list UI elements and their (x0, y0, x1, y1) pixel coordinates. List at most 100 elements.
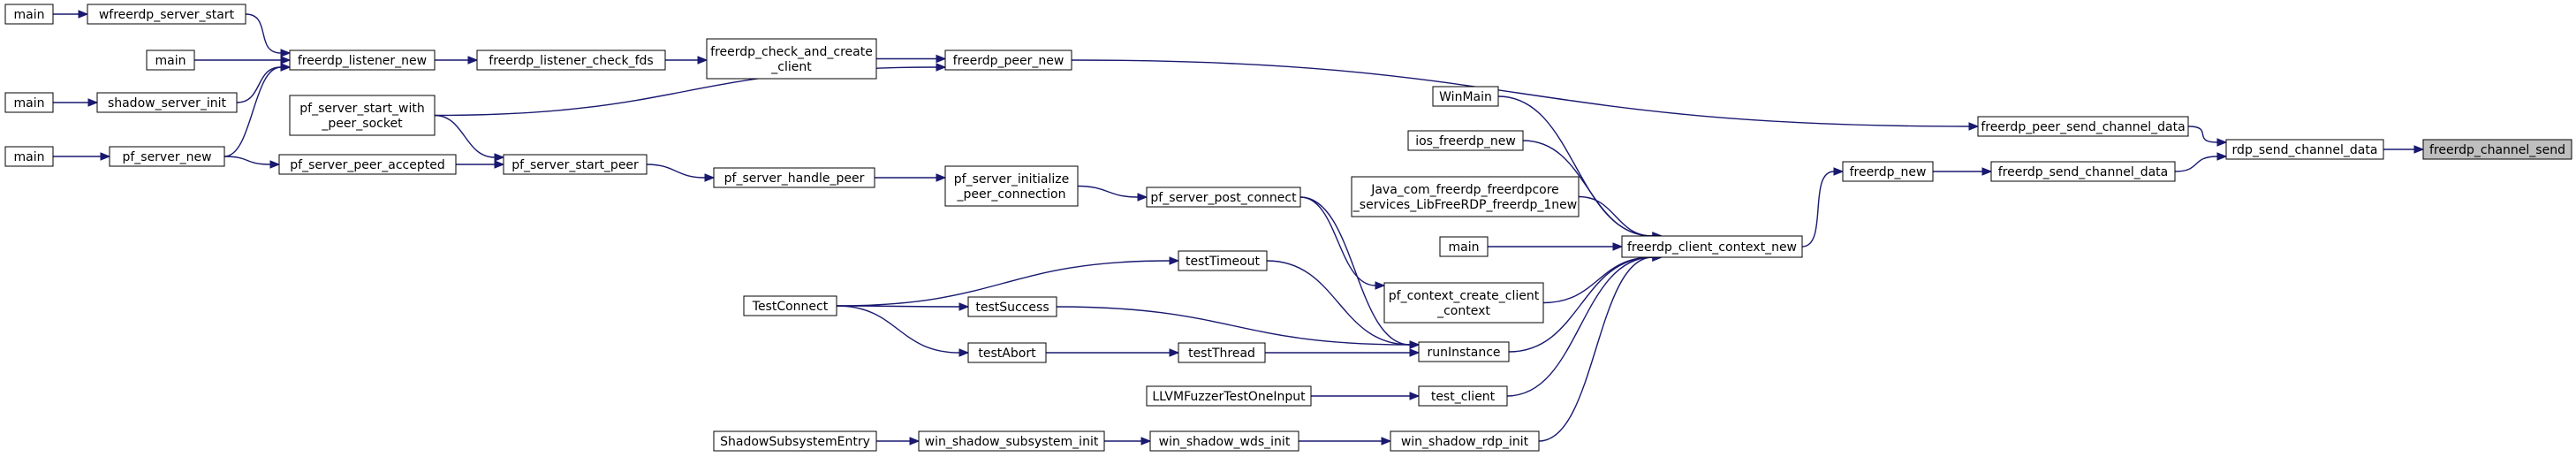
node-label: win_shadow_subsystem_init (925, 435, 1099, 449)
node-box (743, 295, 837, 316)
node-send-channel[interactable]: freerdp_send_channel_data (1990, 161, 2176, 182)
arrowhead (1409, 348, 1421, 357)
node-label: freerdp_check_and_create (710, 45, 873, 59)
arrowhead (2216, 138, 2228, 147)
edge-pf_init_conn-to-pf_post (1077, 185, 1139, 198)
node-box (713, 430, 877, 452)
node-box (706, 38, 877, 80)
node-peer-send[interactable]: freerdp_peer_send_channel_data (1977, 116, 2189, 137)
node-pf-handle[interactable]: pf_server_handle_peer (713, 167, 875, 188)
arrowhead (467, 56, 479, 65)
node-box (4, 146, 54, 167)
edge-pf_post-to-run_instance (1299, 196, 1411, 346)
node-peer-new[interactable]: freerdp_peer_new (944, 50, 1072, 71)
node-win-shadow-wds[interactable]: win_shadow_wds_init (1149, 430, 1299, 452)
node-label: pf_server_start_with (299, 102, 424, 116)
arrowhead (1968, 122, 1980, 131)
node-box (967, 342, 1047, 363)
node-main2[interactable]: main (146, 50, 195, 71)
edge-pf_ctx-to-client_ctx_new (1542, 256, 1653, 304)
arrowhead (494, 153, 505, 162)
node-pf-post[interactable]: pf_server_post_connect (1146, 187, 1301, 208)
node-test-thread[interactable]: testThread (1178, 342, 1266, 363)
node-label: runInstance (1427, 346, 1500, 360)
node-label: _context (1436, 304, 1490, 318)
node-test-abort[interactable]: testAbort (967, 342, 1047, 363)
node-box (87, 4, 246, 25)
node-label: ios_freerdp_new (1415, 134, 1516, 149)
node-wfree[interactable]: wfreerdp_server_start (87, 4, 246, 25)
node-box (1842, 161, 1934, 182)
edge-run_instance-to-client_ctx_new (1508, 256, 1653, 353)
node-label: main (155, 54, 186, 68)
edge-pf_server_new-to-pf_peer_acc (224, 156, 271, 165)
node-main3[interactable]: main (4, 92, 54, 113)
node-shadow-init[interactable]: shadow_server_init (96, 92, 238, 113)
node-listener-new[interactable]: freerdp_listener_new (289, 50, 436, 71)
edge-pf_start_peer-to-pf_handle (646, 164, 706, 179)
node-ios[interactable]: ios_freerdp_new (1407, 130, 1524, 151)
graph-edges (52, 10, 2425, 446)
node-main1[interactable]: main (4, 4, 54, 25)
node-label: _services_LibFreeRDP_freerdp_1new (1352, 198, 1577, 212)
node-test-timeout[interactable]: testTimeout (1178, 250, 1268, 271)
node-box (1418, 341, 1510, 362)
node-label: freerdp_listener_check_fds (489, 54, 653, 68)
node-client-ctx-new[interactable]: freerdp_client_context_new (1621, 235, 1803, 258)
arrowhead (280, 56, 292, 65)
node-box (944, 165, 1079, 207)
node-pf-start-peer[interactable]: pf_server_start_peer (503, 154, 648, 175)
node-box (1390, 430, 1540, 452)
arrowhead (280, 63, 292, 72)
node-main4[interactable]: main (4, 146, 54, 167)
node-label: pf_server_start_peer (511, 158, 639, 172)
arrowhead (1169, 256, 1180, 265)
node-box (1990, 161, 2176, 182)
node-test-connect[interactable]: TestConnect (743, 295, 837, 316)
edge-test_connect-to-test_timeout (836, 260, 1171, 307)
edge-wfree-to-listener_new (245, 13, 282, 54)
node-test-success[interactable]: testSuccess (967, 296, 1057, 317)
node-win-shadow-rdp[interactable]: win_shadow_rdp_init (1390, 430, 1540, 452)
node-pf-peer-acc[interactable]: pf_server_peer_accepted (278, 154, 457, 175)
node-label: pf_server_peer_accepted (290, 158, 444, 172)
node-box (1621, 235, 1803, 258)
node-box (1146, 385, 1312, 407)
node-check-create[interactable]: freerdp_check_and_create_client (706, 38, 877, 80)
node-label: testSuccess (975, 301, 1049, 315)
edge-java-to-client_ctx_new (1578, 195, 1653, 237)
node-rdp-send[interactable]: rdp_send_channel_data (2225, 139, 2384, 160)
node-label: freerdp_peer_send_channel_data (1981, 120, 2185, 134)
arrowhead (936, 63, 947, 72)
node-pf-server-new[interactable]: pf_server_new (109, 146, 225, 167)
node-box (4, 92, 54, 113)
node-pf-init-conn[interactable]: pf_server_initialize_peer_connection (944, 165, 1079, 207)
edge-test_client-to-client_ctx_new (1506, 256, 1653, 397)
node-java[interactable]: Java_com_freerdp_freerdpcore_services_Li… (1351, 176, 1580, 217)
node-label: testAbort (978, 347, 1036, 361)
node-check-fds[interactable]: freerdp_listener_check_fds (476, 50, 666, 71)
edge-pf_post-to-pf_ctx (1299, 196, 1376, 286)
node-box (1977, 116, 2189, 137)
node-test-client[interactable]: test_client (1418, 385, 1508, 407)
node-win-shadow-sub[interactable]: win_shadow_subsystem_init (918, 430, 1105, 452)
edge-pf_start_with-to-pf_start_peer (434, 114, 496, 158)
node-main5[interactable]: main (1439, 236, 1489, 257)
edge-shadow_init-to-listener_new (236, 66, 282, 103)
node-label: pf_context_create_client (1389, 289, 1540, 303)
node-llvm[interactable]: LLVMFuzzerTestOneInput (1146, 385, 1312, 407)
node-winmain[interactable]: WinMain (1432, 86, 1499, 107)
node-freerdp-new[interactable]: freerdp_new (1842, 161, 1934, 182)
node-label: test_client (1431, 390, 1496, 404)
node-box (109, 146, 225, 167)
node-run-instance[interactable]: runInstance (1418, 341, 1510, 362)
node-box (1178, 250, 1268, 271)
node-pf-start-with[interactable]: pf_server_start_with_peer_socket (289, 95, 436, 136)
arrowhead (936, 54, 947, 64)
node-pf-ctx[interactable]: pf_context_create_client_context (1383, 282, 1544, 324)
node-label: ShadowSubsystemEntry (720, 435, 870, 449)
node-label: wfreerdp_server_start (99, 8, 235, 22)
node-root[interactable]: freerdp_channel_send (2422, 139, 2572, 160)
node-shadow-entry[interactable]: ShadowSubsystemEntry (713, 430, 877, 452)
node-label: TestConnect (752, 300, 829, 314)
